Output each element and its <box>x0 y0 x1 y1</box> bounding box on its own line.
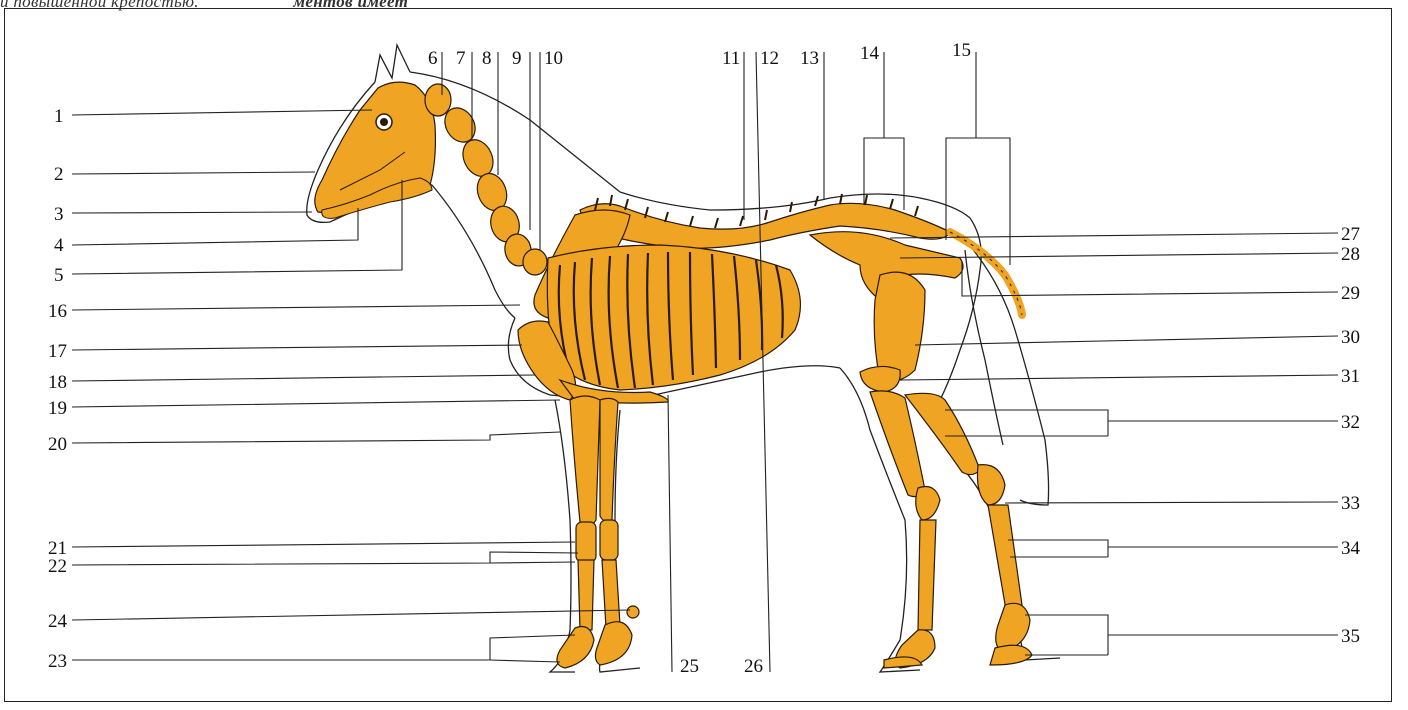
label-13: 13 <box>800 48 819 69</box>
label-15: 15 <box>952 40 971 61</box>
label-17: 17 <box>48 341 67 362</box>
femur-bone <box>874 272 925 381</box>
label-29: 29 <box>1341 283 1360 304</box>
label-2: 2 <box>54 164 64 185</box>
label-14: 14 <box>860 43 880 64</box>
label-9: 9 <box>512 48 522 69</box>
label-8: 8 <box>482 48 492 69</box>
label-11: 11 <box>722 48 740 69</box>
label-33: 33 <box>1341 493 1360 514</box>
cervical-vertebrae <box>425 84 547 275</box>
label-5: 5 <box>54 265 64 286</box>
label-10: 10 <box>544 48 563 69</box>
label-24: 24 <box>48 611 68 632</box>
label-3: 3 <box>54 204 64 225</box>
label-28: 28 <box>1341 244 1360 265</box>
label-19: 19 <box>48 398 67 419</box>
label-7: 7 <box>456 48 466 69</box>
label-16: 16 <box>48 301 67 322</box>
label-23: 23 <box>48 651 67 672</box>
label-31: 31 <box>1341 366 1360 387</box>
label-6: 6 <box>428 48 438 69</box>
stifle-bone <box>860 366 900 392</box>
label-1: 1 <box>54 106 64 127</box>
label-12: 12 <box>760 48 779 69</box>
label-4: 4 <box>54 235 64 256</box>
label-35: 35 <box>1341 626 1360 647</box>
label-26: 26 <box>744 656 763 677</box>
front-leg-bones <box>557 396 639 668</box>
label-32: 32 <box>1341 412 1360 433</box>
skeleton <box>315 82 1032 668</box>
label-22: 22 <box>48 556 67 577</box>
label-30: 30 <box>1341 327 1360 348</box>
label-34: 34 <box>1341 538 1361 559</box>
label-20: 20 <box>48 434 67 455</box>
label-27: 27 <box>1341 224 1360 245</box>
label-18: 18 <box>48 372 67 393</box>
label-25: 25 <box>680 656 699 677</box>
